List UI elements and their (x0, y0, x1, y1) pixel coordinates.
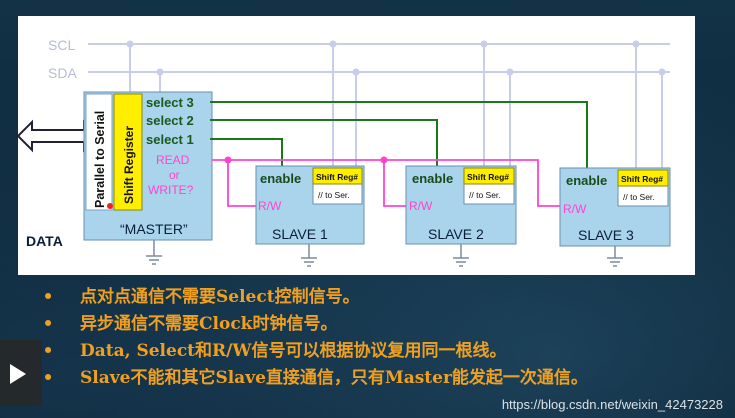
bullet-text: 异步通信不需要Clock时钟信号。 (80, 314, 338, 334)
bullet-item: • 点对点通信不需要Select控制信号。 (38, 284, 718, 311)
bullet-text: 点对点通信不需要Select控制信号。 (80, 287, 360, 307)
slave-2: Shift Reg# // to Ser. enable R/W SLAVE 2 (405, 165, 517, 245)
slave-1-rw-label: R/W (258, 199, 282, 213)
slave-1-enable-label: enable (260, 171, 301, 186)
bullet-item: • Slave不能和其它Slave直接通信，只有Master能发起一次通信。 (38, 365, 718, 392)
bullet-text: Data, Select和R/W信号可以根据协议复用同一根线。 (80, 341, 507, 361)
select-3-label: select 3 (146, 95, 194, 110)
ground-icons (146, 240, 623, 267)
shift-red-dot (107, 203, 113, 209)
slave-2-shift-label: Shift Reg# (467, 172, 509, 182)
bullet-glyph: • (42, 368, 54, 388)
play-button[interactable] (0, 340, 42, 406)
rw-read-label: READ (156, 153, 190, 167)
slave-3-shift-label: Shift Reg# (621, 174, 663, 184)
slave-3-rw-label: R/W (563, 202, 587, 216)
slave-1-shift-label: Shift Reg# (316, 172, 358, 182)
select-lines (210, 101, 588, 168)
bullet-text: Slave不能和其它Slave直接通信，只有Master能发起一次通信。 (80, 368, 588, 388)
play-icon (10, 364, 26, 384)
watermark: https://blog.csdn.net/weixin_42473228 (501, 397, 723, 412)
slave-2-enable-label: enable (412, 171, 453, 186)
slave-3: Shift Reg# // to Ser. enable R/W SLAVE 3 (559, 167, 671, 247)
slave-3-enable-label: enable (566, 173, 607, 188)
parallel-to-serial-label: Parallel to Serial (93, 111, 107, 208)
data-label: DATA (26, 233, 63, 249)
rw-write-label: WRITE? (148, 183, 194, 197)
bullet-glyph: • (42, 341, 54, 361)
rw-junctions (224, 156, 388, 164)
slave-2-label: SLAVE 2 (428, 226, 484, 242)
slave-3-toser-label: // to Ser. (623, 192, 655, 202)
bullet-glyph: • (42, 287, 54, 307)
scl-label: SCL (48, 37, 75, 53)
bullet-item: • Data, Select和R/W信号可以根据协议复用同一根线。 (38, 338, 718, 365)
slave-2-toser-label: // to Ser. (469, 190, 501, 200)
slave-1-label: SLAVE 1 (272, 226, 328, 242)
bullet-list: •点对点通信不需要Select控制信号。 •异步通信不需要Clock时钟信号。 … (38, 284, 718, 392)
slave-1: Shift Reg# // to Ser. enable R/W SLAVE 1 (255, 165, 365, 245)
master-label: “MASTER” (120, 221, 188, 237)
select-1-label: select 1 (146, 132, 194, 147)
bullet-item: • 异步通信不需要Clock时钟信号。 (38, 311, 718, 338)
shift-register-label: Shift Register (122, 126, 136, 204)
select-2-label: select 2 (146, 113, 194, 128)
bullet-glyph: • (42, 314, 54, 334)
bus-junctions (126, 40, 666, 76)
rw-line (212, 159, 560, 207)
slave-1-toser-label: // to Ser. (318, 190, 350, 200)
slave-2-rw-label: R/W (409, 199, 433, 213)
sda-label: SDA (48, 65, 77, 81)
parallel-to-serial-block (85, 93, 113, 211)
slave-3-label: SLAVE 3 (578, 227, 634, 243)
shift-register-block (113, 93, 143, 211)
rw-or-label: or (169, 168, 180, 182)
